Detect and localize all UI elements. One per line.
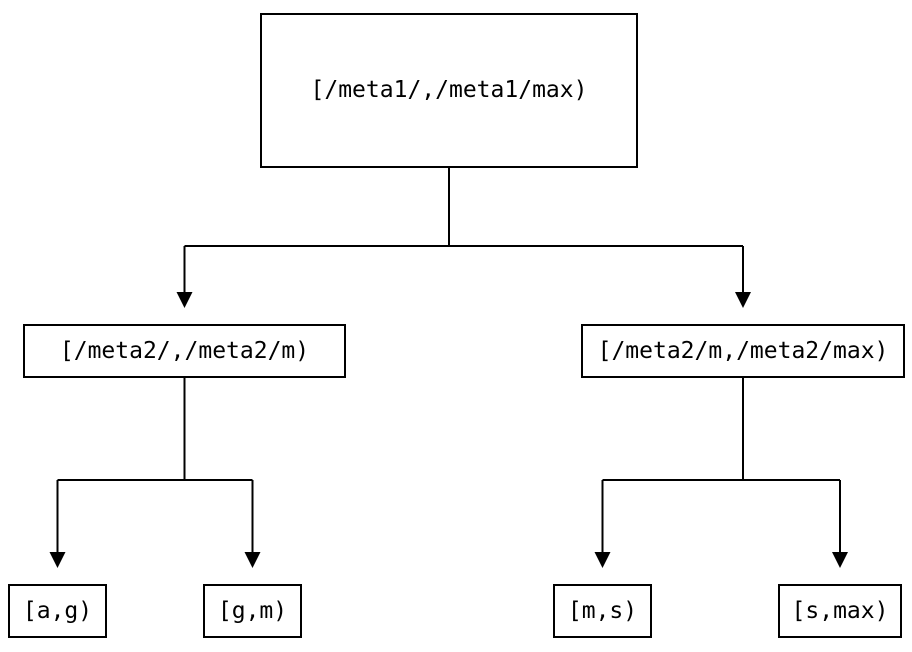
arrow-down-icon [735,292,751,308]
leaf-node-smax: [s,max) [778,584,902,638]
arrow-down-icon [594,552,611,568]
leaf-node-ag: [a,g) [8,584,107,638]
leaf-node-smax-label: [s,max) [791,597,889,624]
root-node-label: [/meta1/,/meta1/max) [310,77,588,103]
left-subtree-node-label: [/meta2/,/meta2/m) [59,337,310,364]
leaf-node-gm-label: [g,m) [217,597,288,624]
leaf-node-gm: [g,m) [203,584,302,638]
right-subtree-node-label: [/meta2/m,/meta2/max) [597,337,889,364]
root-node: [/meta1/,/meta1/max) [260,13,638,168]
left-subtree-node: [/meta2/,/meta2/m) [23,324,346,378]
leaf-node-ms-label: [m,s) [567,597,638,624]
right-subtree-node: [/meta2/m,/meta2/max) [581,324,905,378]
edge-left-to-leaves [56,378,254,553]
leaf-node-ms: [m,s) [553,584,652,638]
leaf-node-ag-label: [a,g) [22,597,93,624]
arrow-down-icon [49,552,66,568]
arrow-down-icon [176,292,193,308]
arrow-down-icon [244,552,261,568]
edge-root-to-children [183,168,744,293]
arrow-down-icon [832,552,848,568]
edge-right-to-leaves [601,378,841,553]
